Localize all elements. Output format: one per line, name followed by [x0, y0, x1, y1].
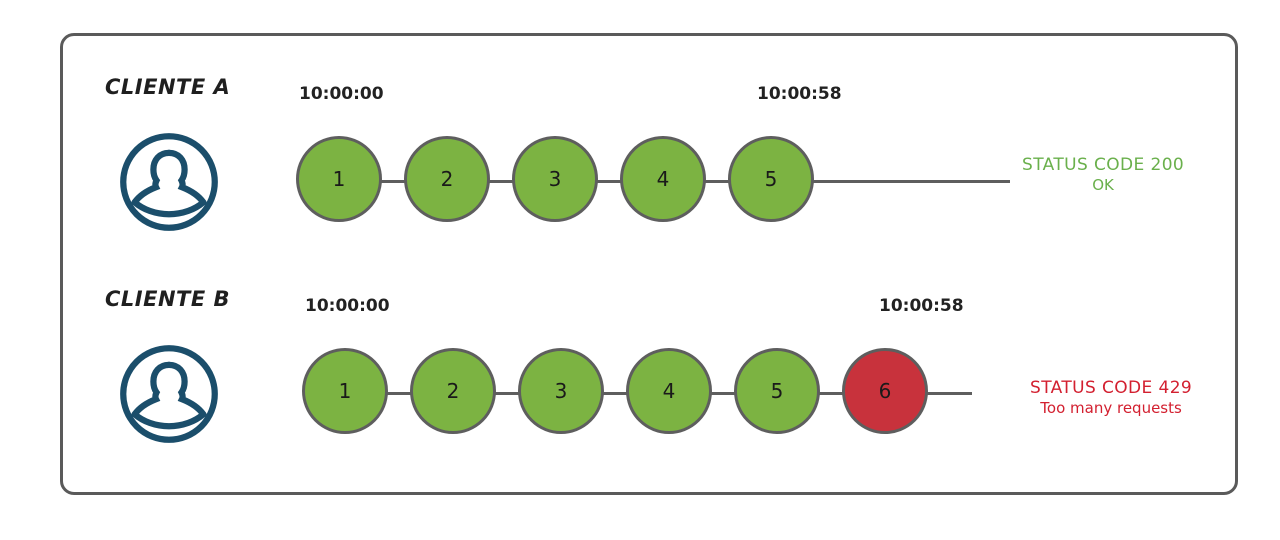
request-node-rejected[interactable]: 6 [842, 348, 928, 434]
connector [708, 392, 738, 395]
status-code-b: STATUS CODE 429 [1030, 378, 1193, 398]
request-node[interactable]: 4 [620, 136, 706, 222]
request-node[interactable]: 5 [734, 348, 820, 434]
client-label-b: CLIENTE B [105, 287, 231, 311]
status-message-b: Too many requests [1040, 399, 1182, 418]
request-node-label: 1 [338, 379, 352, 403]
connector [486, 180, 516, 183]
status-badge-a: STATUS CODE 200 OK [1022, 155, 1184, 195]
connector [384, 392, 414, 395]
request-node[interactable]: 2 [410, 348, 496, 434]
request-node[interactable]: 1 [302, 348, 388, 434]
timestamp-end-a: 10:00:58 [757, 84, 842, 104]
request-node-label: 6 [878, 379, 892, 403]
timestamp-start-b: 10:00:00 [305, 296, 390, 316]
connector [816, 392, 846, 395]
request-node-label: 1 [332, 167, 346, 191]
connector [702, 180, 732, 183]
request-node[interactable]: 3 [518, 348, 604, 434]
request-node-label: 5 [770, 379, 784, 403]
connector [378, 180, 408, 183]
status-code-a: STATUS CODE 200 [1022, 155, 1185, 175]
timestamp-end-b: 10:00:58 [879, 296, 964, 316]
connector [600, 392, 630, 395]
request-node-label: 3 [554, 379, 568, 403]
request-node-label: 4 [656, 167, 670, 191]
user-avatar-icon [117, 130, 221, 234]
status-badge-b: STATUS CODE 429 Too many requests [1030, 378, 1192, 418]
connector-tail [924, 392, 972, 395]
client-label-a: CLIENTE A [105, 75, 231, 99]
timestamp-start-a: 10:00:00 [299, 84, 384, 104]
request-node-label: 3 [548, 167, 562, 191]
user-avatar-icon [117, 342, 221, 446]
connector-tail [810, 180, 1010, 183]
request-node[interactable]: 2 [404, 136, 490, 222]
request-node[interactable]: 1 [296, 136, 382, 222]
request-node-label: 2 [440, 167, 454, 191]
request-node-label: 2 [446, 379, 460, 403]
request-node-label: 4 [662, 379, 676, 403]
request-node[interactable]: 4 [626, 348, 712, 434]
request-node[interactable]: 3 [512, 136, 598, 222]
request-node[interactable]: 5 [728, 136, 814, 222]
request-node-label: 5 [764, 167, 778, 191]
connector [492, 392, 522, 395]
connector [594, 180, 624, 183]
status-message-a: OK [1092, 176, 1114, 195]
